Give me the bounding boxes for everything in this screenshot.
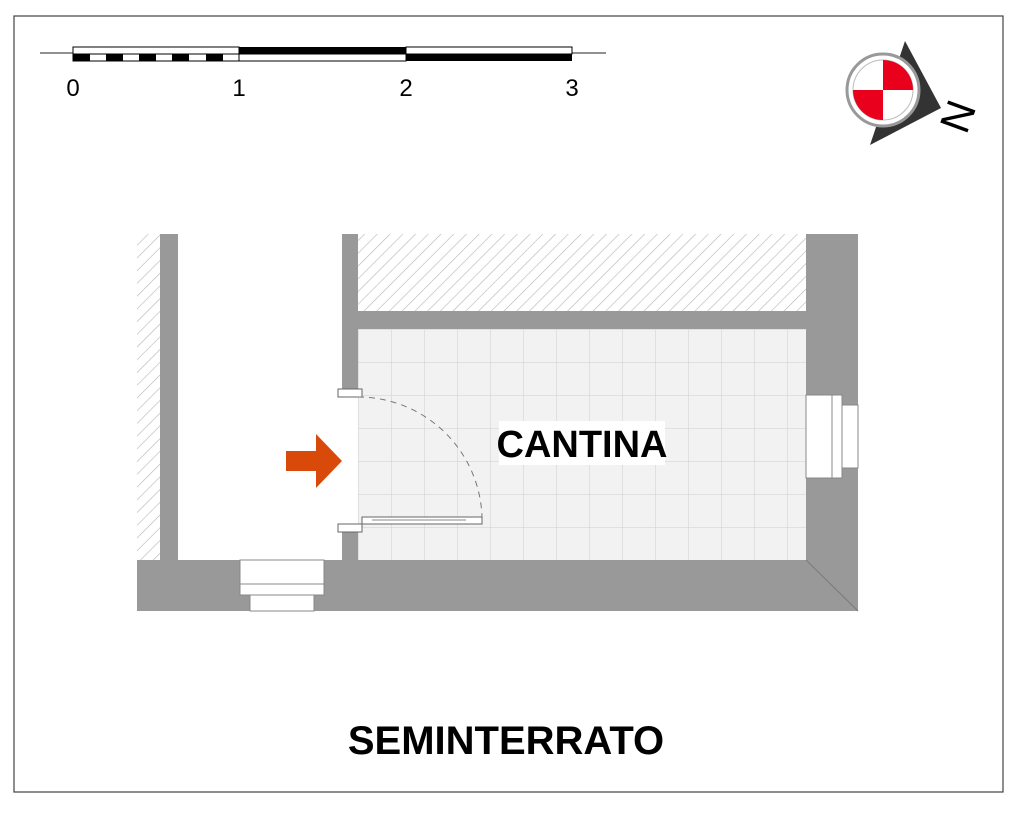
wall-room-top	[358, 311, 806, 329]
window-right	[805, 394, 859, 479]
entry-arrow-icon	[286, 434, 342, 488]
floor-title: SEMINTERRATO	[348, 719, 664, 763]
hatched-wall-left	[137, 234, 160, 560]
scale-tick-2: 2	[399, 75, 412, 102]
room-label-cantina: CANTINA	[497, 424, 668, 466]
wall-between-upper	[342, 234, 358, 394]
window-bottom	[239, 559, 325, 612]
scale-bar: 0 1 2 3	[40, 46, 606, 102]
hatched-area-top	[358, 234, 806, 311]
north-arrow-icon: N	[845, 41, 985, 145]
scale-tick-1: 1	[232, 75, 245, 102]
floor-plan: CANTINA	[137, 234, 859, 612]
wall-left-corridor	[160, 234, 178, 560]
cantina-label-bg	[499, 421, 665, 465]
door-cantina	[337, 388, 483, 533]
wall-between-lower	[342, 526, 358, 560]
corridor-floor	[178, 234, 342, 560]
scale-tick-3: 3	[565, 75, 578, 102]
scale-tick-0: 0	[66, 75, 79, 102]
